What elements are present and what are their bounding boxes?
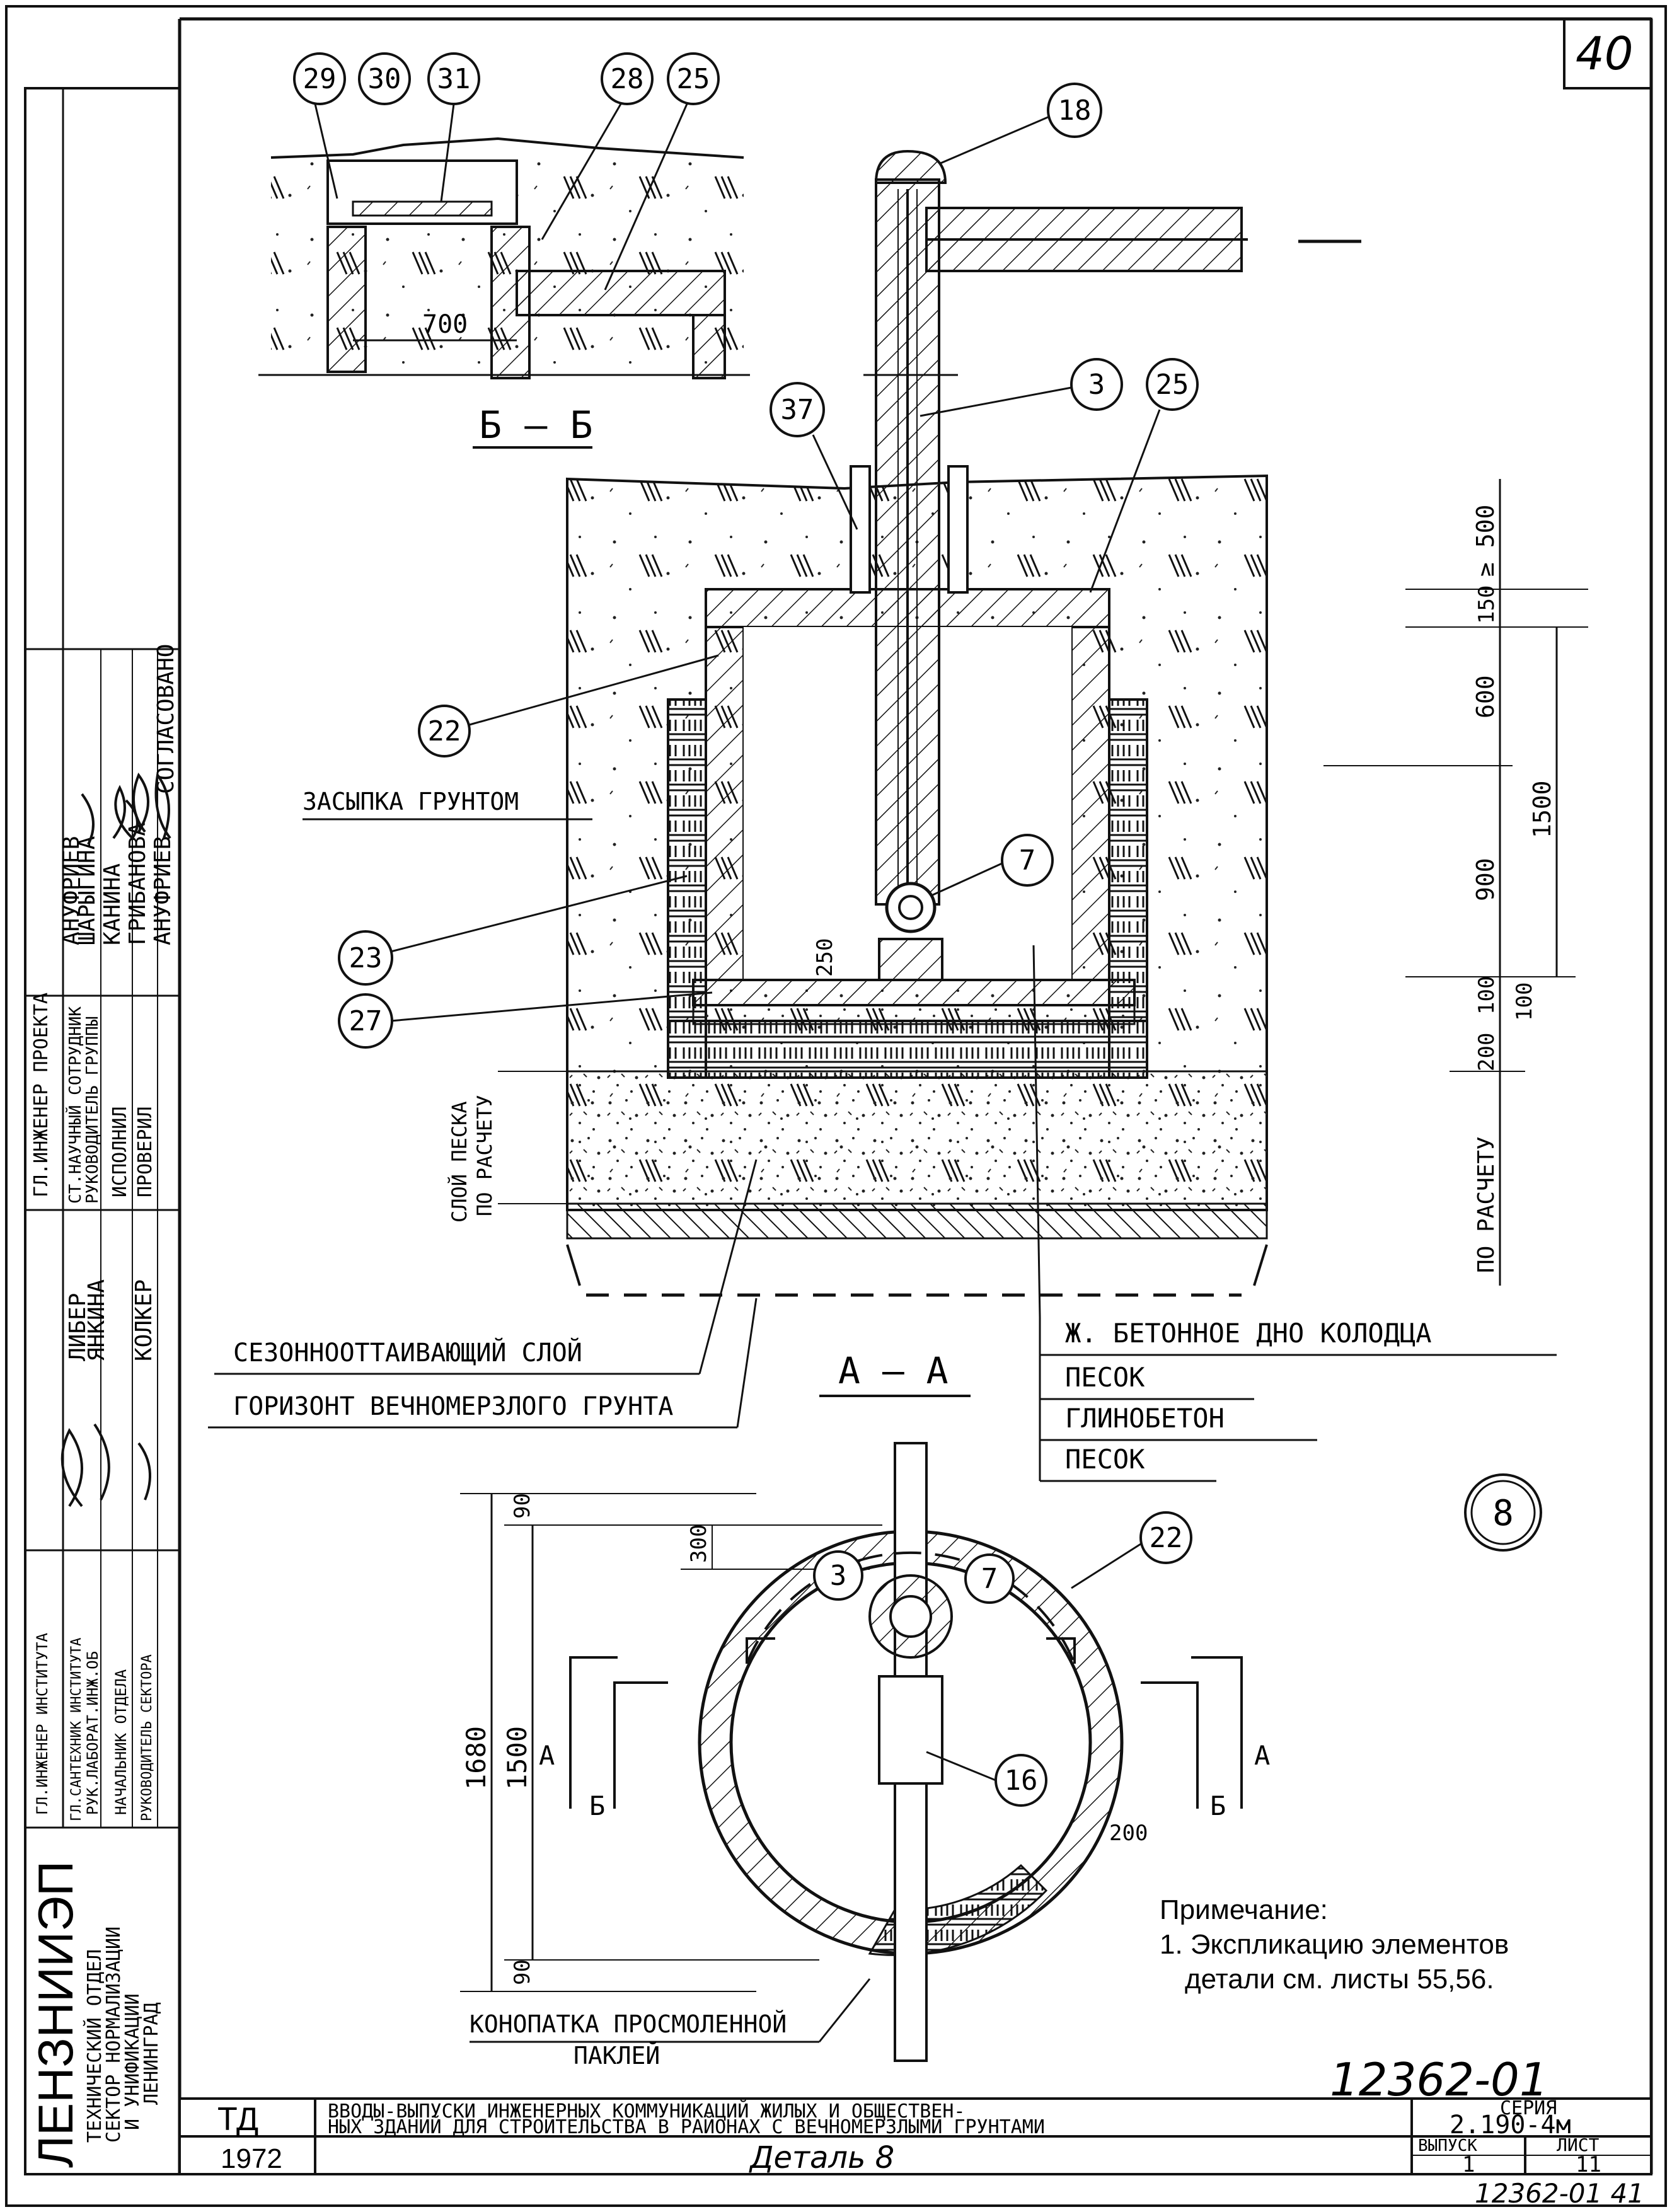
name-top-3: ГРИБАНОВА xyxy=(125,822,151,945)
sheet-number: 40 xyxy=(1576,27,1634,80)
aa-title: А — А xyxy=(838,1349,948,1392)
role-mid-3: ИСПОЛНИЛ xyxy=(109,1107,131,1198)
callout: 25 xyxy=(677,63,710,95)
aa-dim-ge500: ≥ 500 xyxy=(1472,505,1499,577)
aa-dim-200: 200 xyxy=(1474,1033,1499,1071)
note-title: Примечание: xyxy=(1160,1894,1328,1925)
name-mid-0: ЛИБЕР xyxy=(65,1293,91,1361)
plan-dim-200: 200 xyxy=(1109,1821,1148,1846)
callout: 18 xyxy=(1058,95,1092,127)
vypusk-value: 1 xyxy=(1462,2152,1475,2177)
role-mid-1: СТ.НАУЧНЫЙ СОТРУДНИК xyxy=(65,1006,85,1204)
plan-dim-300: 300 xyxy=(686,1524,712,1563)
callout: 28 xyxy=(611,63,644,95)
role-low-0: ГЛ.ИНЖЕНЕР ИНСТИТУТА xyxy=(33,1632,51,1815)
title-block xyxy=(178,2097,1652,2175)
title-line1: ВВОДЫ-ВЫПУСКИ ИНЖЕНЕРНЫХ КОММУНИКАЦИЙ ЖИ… xyxy=(328,2100,965,2123)
callout: 22 xyxy=(1150,1522,1183,1554)
aa-dim-100b: 100 xyxy=(1512,982,1537,1021)
role-low-3: НАЧАЛЬНИК ОТДЕЛА xyxy=(112,1669,130,1815)
callout: 30 xyxy=(368,63,401,95)
callout: 22 xyxy=(428,715,461,747)
callout: 29 xyxy=(303,63,337,95)
marker-a-left: А xyxy=(539,1740,555,1771)
name-mid-1: ЯНКИНА xyxy=(84,1279,110,1361)
role-low-1: ГЛ.САНТЕХНИК ИНСТИТУТА xyxy=(69,1638,84,1821)
title-line2: НЫХ ЗДАНИЙ ДЛЯ СТРОИТЕЛЬСТВА В РАЙОНАХ С… xyxy=(328,2116,1045,2138)
konopatka-2: ПАКЛЕЙ xyxy=(574,2042,660,2070)
konopatka-1: КОНОПАТКА ПРОСМОЛЕННОЙ xyxy=(470,2010,787,2038)
bb-title: Б — Б xyxy=(479,403,593,447)
callout: 16 xyxy=(1005,1765,1038,1797)
role-mid-2: РУКОВОДИТЕЛЬ ГРУППЫ xyxy=(83,1017,102,1204)
callout: 37 xyxy=(781,394,814,426)
marker-b-left: Б xyxy=(589,1790,605,1821)
list-label: ЛИСТ xyxy=(1557,2134,1600,2155)
aa-dim-po-raschetu: ПО РАСЧЕТУ xyxy=(1473,1136,1499,1273)
vypusk-label: ВЫПУСК xyxy=(1418,2136,1477,2155)
callout: 3 xyxy=(1088,369,1105,401)
aa-dim-100a: 100 xyxy=(1474,976,1499,1015)
org-name: ЛЕНЗНИИЭП xyxy=(28,1861,83,2168)
marker-a-right: А xyxy=(1254,1740,1270,1771)
aa-dim-900: 900 xyxy=(1472,858,1499,901)
label-sloy-peska-1: СЛОЙ ПЕСКА xyxy=(447,1101,471,1223)
callouts: 29 30 31 28 25 18 3 37 25 22 7 23 27 8 2… xyxy=(293,52,1542,1807)
callout: 7 xyxy=(1019,844,1036,877)
name-top-2: КАНИНА xyxy=(100,863,125,945)
callout: 25 xyxy=(1156,369,1189,401)
note-line2: детали см. листы 55,56. xyxy=(1185,1964,1494,1995)
org-sub-2: И УНИФИКАЦИИ xyxy=(122,1993,144,2130)
org-sub-1: СЕКТОР НОРМАЛИЗАЦИИ xyxy=(103,1927,125,2143)
callout: 3 xyxy=(830,1560,847,1592)
section-aa: ≥ 500 150 600 1500 900 100 100 200 250 П… xyxy=(208,149,1588,1482)
aa-dim-150: 150 xyxy=(1474,585,1499,624)
title-year: 1972 xyxy=(221,2143,282,2174)
role-low-2: РУК.ЛАБОРАТ.ИНЖ.ОБ xyxy=(84,1651,101,1815)
label-sezon: СЕЗОННООТТАИВАЮЩИЙ СЛОЙ xyxy=(233,1337,582,1368)
role-mid-0: ГЛ.ИНЖЕНЕР ПРОЕКТА xyxy=(30,993,52,1197)
role-low-4: РУКОВОДИТЕЛЬ СЕКТОРА xyxy=(139,1654,155,1821)
section-bb: 700 Б — Б xyxy=(258,137,750,449)
label-zasypka: ЗАСЫПКА ГРУНТОМ xyxy=(303,788,519,815)
callout: 31 xyxy=(437,63,471,95)
plan-dim-90a: 90 xyxy=(510,1493,535,1519)
callout-detail: 8 xyxy=(1492,1493,1514,1534)
name-top-0: АНУФРИЕВ xyxy=(59,836,84,945)
label-sloy-peska-2: ПО РАСЧЕТУ xyxy=(473,1095,497,1216)
plan-dim-90b: 90 xyxy=(510,1959,535,1985)
signatures xyxy=(61,772,171,1507)
bb-dim-700: 700 xyxy=(422,310,468,339)
label-gorizont: ГОРИЗОНТ ВЕЧНОМЕРЗЛОГО ГРУНТА xyxy=(233,1392,673,1421)
soglasovano: СОГЛАСОВАНО xyxy=(153,644,179,794)
layer-2: ГЛИНОБЕТОН xyxy=(1065,1403,1225,1434)
detail-name: Деталь 8 xyxy=(749,2140,894,2175)
aa-dim-1500: 1500 xyxy=(1528,780,1556,838)
bottom-code: 12362-01 41 xyxy=(1475,2178,1644,2209)
callout: 27 xyxy=(349,1005,383,1037)
title-td: ТД xyxy=(217,2101,258,2138)
plan-dim-1680: 1680 xyxy=(461,1726,492,1790)
aa-dim-250: 250 xyxy=(812,938,838,977)
marker-b-right: Б xyxy=(1210,1790,1226,1821)
callout: 23 xyxy=(349,942,383,974)
seria-label: СЕРИЯ xyxy=(1500,2097,1557,2119)
name-top-4: АНУФРИЕВ xyxy=(150,836,176,945)
name-mid-2: КОЛКЕР xyxy=(131,1279,157,1361)
org-sub-3: ЛЕНИНГРАД xyxy=(141,2002,163,2105)
layer-3: ПЕСОК xyxy=(1065,1444,1145,1475)
callout: 7 xyxy=(981,1563,998,1595)
role-mid-4: ПРОВЕРИЛ xyxy=(134,1107,156,1198)
org-sub-0: ТЕХНИЧЕСКИЙ ОТДЕЛ xyxy=(83,1949,106,2143)
list-value: 11 xyxy=(1576,2152,1601,2177)
aa-dim-600: 600 xyxy=(1472,675,1499,718)
plan-dim-1500: 1500 xyxy=(502,1726,533,1790)
note-line1: 1. Экспликацию элементов xyxy=(1160,1929,1509,1960)
layer-0: Ж. БЕТОННОЕ ДНО КОЛОДЦА xyxy=(1065,1318,1432,1349)
plan-view: 90 300 1680 1500 90 200 А Б А Б КОНОПАТК… xyxy=(460,1442,1509,2070)
layer-1: ПЕСОК xyxy=(1065,1362,1145,1393)
name-top-1: ШАРЫГИНА xyxy=(74,836,100,945)
seria-value: 2.190-4м xyxy=(1450,2111,1571,2140)
